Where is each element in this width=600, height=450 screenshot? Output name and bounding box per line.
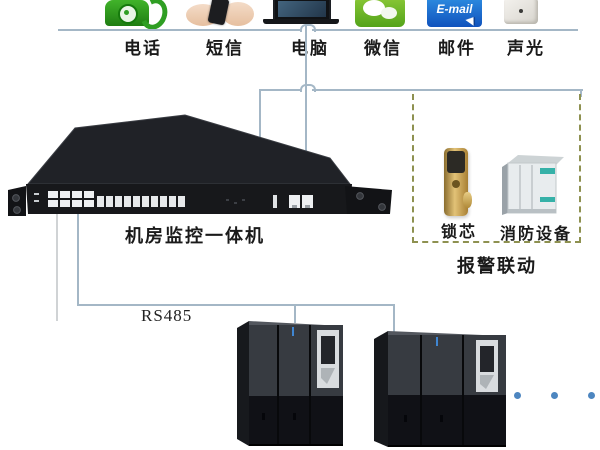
screw-hole-icon bbox=[356, 192, 364, 200]
cabinet-2-image bbox=[374, 331, 506, 447]
unit-right-ear bbox=[345, 186, 392, 214]
led-indicator bbox=[34, 200, 39, 202]
sms-hand-phone-icon bbox=[184, 0, 256, 28]
channel-label-email: 邮件 bbox=[438, 39, 476, 58]
laptop-icon bbox=[263, 0, 339, 27]
line-rs485-vertical bbox=[77, 213, 79, 306]
sound-light-device bbox=[504, 0, 538, 24]
channel-label-phone: 电话 bbox=[124, 39, 162, 58]
email-icon: E-mail bbox=[427, 0, 482, 27]
bus-line-hop bbox=[300, 24, 316, 32]
alarm-linkage-box bbox=[412, 94, 581, 243]
sensor-port-row bbox=[97, 196, 185, 207]
fire-equipment-label: 消防设备 bbox=[499, 226, 573, 243]
screw-hole-icon bbox=[13, 206, 21, 214]
cabinet-1-image bbox=[237, 321, 343, 446]
line-alarm-drop-to-box bbox=[580, 90, 582, 97]
screw-hole-icon bbox=[378, 203, 386, 211]
usb-slot bbox=[273, 195, 277, 208]
cabinet-front-lower bbox=[249, 396, 343, 446]
rs485-label: RS485 bbox=[141, 306, 193, 325]
monitor-unit-label: 机房监控一体机 bbox=[125, 226, 265, 246]
ellipsis-dot bbox=[588, 392, 595, 399]
fire-box-side bbox=[502, 163, 508, 215]
lock-label: 锁芯 bbox=[440, 224, 478, 241]
telephone-dial bbox=[118, 4, 138, 24]
screw-hole-icon bbox=[12, 194, 20, 202]
line-computer-to-unit bbox=[305, 24, 307, 196]
cabinet-display-screen bbox=[321, 336, 335, 364]
rj45-port-cluster bbox=[48, 191, 94, 207]
chat-bubble-small-icon bbox=[381, 7, 397, 19]
line-alarm-horizontal-left bbox=[259, 89, 301, 91]
cabinet-display-screen bbox=[480, 346, 494, 372]
alarm-linkage-title: 报警联动 bbox=[457, 256, 537, 276]
cabinet-side bbox=[374, 331, 388, 447]
channel-bus-line-left bbox=[58, 29, 301, 31]
line-unit-spare bbox=[56, 211, 58, 321]
channel-bus-line-right bbox=[312, 29, 578, 31]
cabinet-blue-indicator bbox=[436, 337, 438, 346]
led-indicator bbox=[34, 193, 39, 195]
lock-body bbox=[444, 148, 472, 216]
cabinet-side bbox=[237, 321, 249, 446]
sound-light-alarm-icon bbox=[504, 0, 538, 24]
line-rs485-drop-cabinet2 bbox=[393, 304, 395, 332]
ellipsis-dot bbox=[551, 392, 558, 399]
wechat-icon bbox=[355, 0, 405, 27]
channel-label-computer: 电脑 bbox=[291, 39, 329, 58]
unit-top-surface bbox=[26, 114, 352, 185]
channel-label-soundlight: 声光 bbox=[507, 39, 545, 58]
chat-bubble-icon bbox=[363, 0, 385, 16]
line-rs485-horizontal bbox=[77, 304, 395, 306]
door-lock-cylinder-icon bbox=[444, 148, 472, 216]
channel-label-sms: 短信 bbox=[206, 39, 244, 58]
channel-label-wechat: 微信 bbox=[364, 39, 402, 58]
wechat-tile bbox=[355, 0, 405, 27]
ellipsis-dot bbox=[514, 392, 521, 399]
lock-handle bbox=[463, 192, 472, 208]
lock-reader bbox=[447, 151, 465, 173]
laptop-base bbox=[263, 19, 339, 24]
alarm-line-hop bbox=[300, 84, 316, 92]
lan-port-pair bbox=[289, 195, 313, 208]
monitor-unit-image bbox=[8, 114, 392, 216]
telephone-icon bbox=[101, 0, 172, 34]
email-tile: E-mail bbox=[427, 0, 482, 27]
lock-keyhole bbox=[452, 180, 460, 188]
fire-box-teal-band bbox=[540, 168, 555, 174]
fire-box-teal-band bbox=[540, 197, 555, 202]
cabinet-front-lower bbox=[388, 395, 506, 447]
line-rs485-drop-cabinet1 bbox=[294, 304, 296, 323]
fire-equipment-icon bbox=[502, 155, 564, 215]
cabinet-blue-indicator bbox=[292, 327, 294, 336]
laptop-screen bbox=[273, 0, 331, 21]
line-alarm-horizontal-right bbox=[312, 89, 583, 91]
panel-markings bbox=[226, 199, 245, 204]
line-alarm-drop-to-unit bbox=[259, 90, 261, 138]
